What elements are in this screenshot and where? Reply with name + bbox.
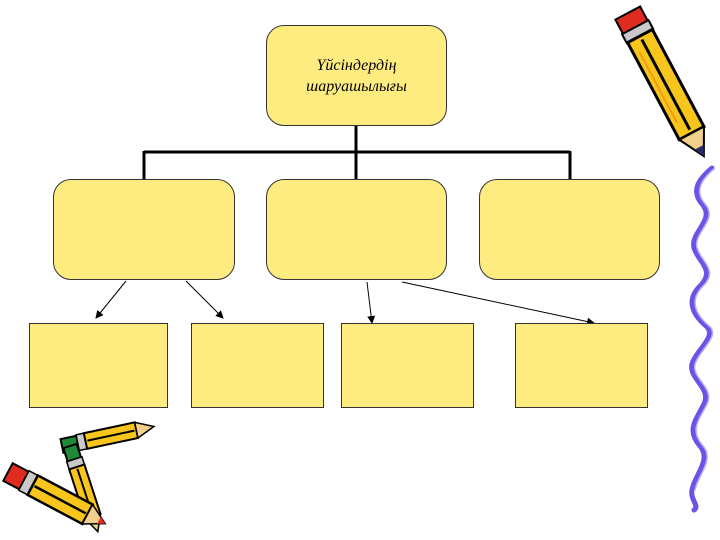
level2-box-1 — [53, 179, 235, 280]
level3-box-4 — [515, 323, 648, 408]
arrow-2 — [185, 280, 224, 319]
level3-box-2 — [191, 323, 324, 408]
tree-connector — [142, 126, 572, 179]
arrow-3 — [366, 281, 376, 324]
root-box: Үйсіндердің шаруашылығы — [266, 25, 447, 126]
root-label: Үйсіндердің шаруашылығы — [306, 56, 407, 95]
level3-box-3 — [341, 323, 474, 408]
level2-box-2 — [266, 179, 447, 280]
level3-box-1 — [29, 323, 168, 408]
level2-box-3 — [479, 179, 660, 280]
arrow-4 — [401, 281, 595, 326]
arrow-1 — [95, 280, 127, 319]
